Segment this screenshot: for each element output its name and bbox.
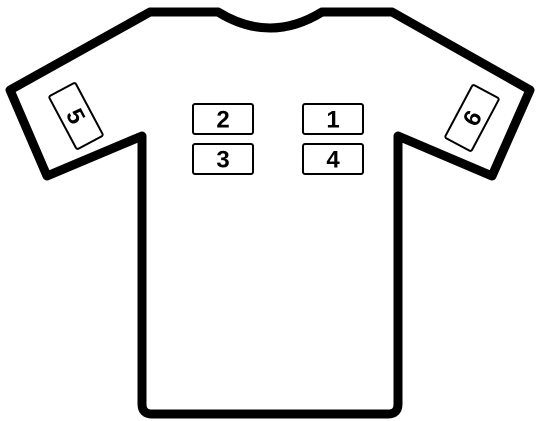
tshirt-outline — [10, 12, 530, 414]
patch-chest-lower-left: 3 — [193, 144, 253, 174]
patch-label-4: 4 — [326, 147, 340, 174]
patch-chest-upper-left: 2 — [193, 104, 253, 134]
patch-label-2: 2 — [216, 107, 229, 134]
patch-chest-upper-right: 1 — [303, 104, 363, 134]
patch-label-3: 3 — [216, 147, 229, 174]
patch-label-1: 1 — [326, 107, 339, 134]
patch-chest-lower-right: 4 — [303, 144, 363, 174]
